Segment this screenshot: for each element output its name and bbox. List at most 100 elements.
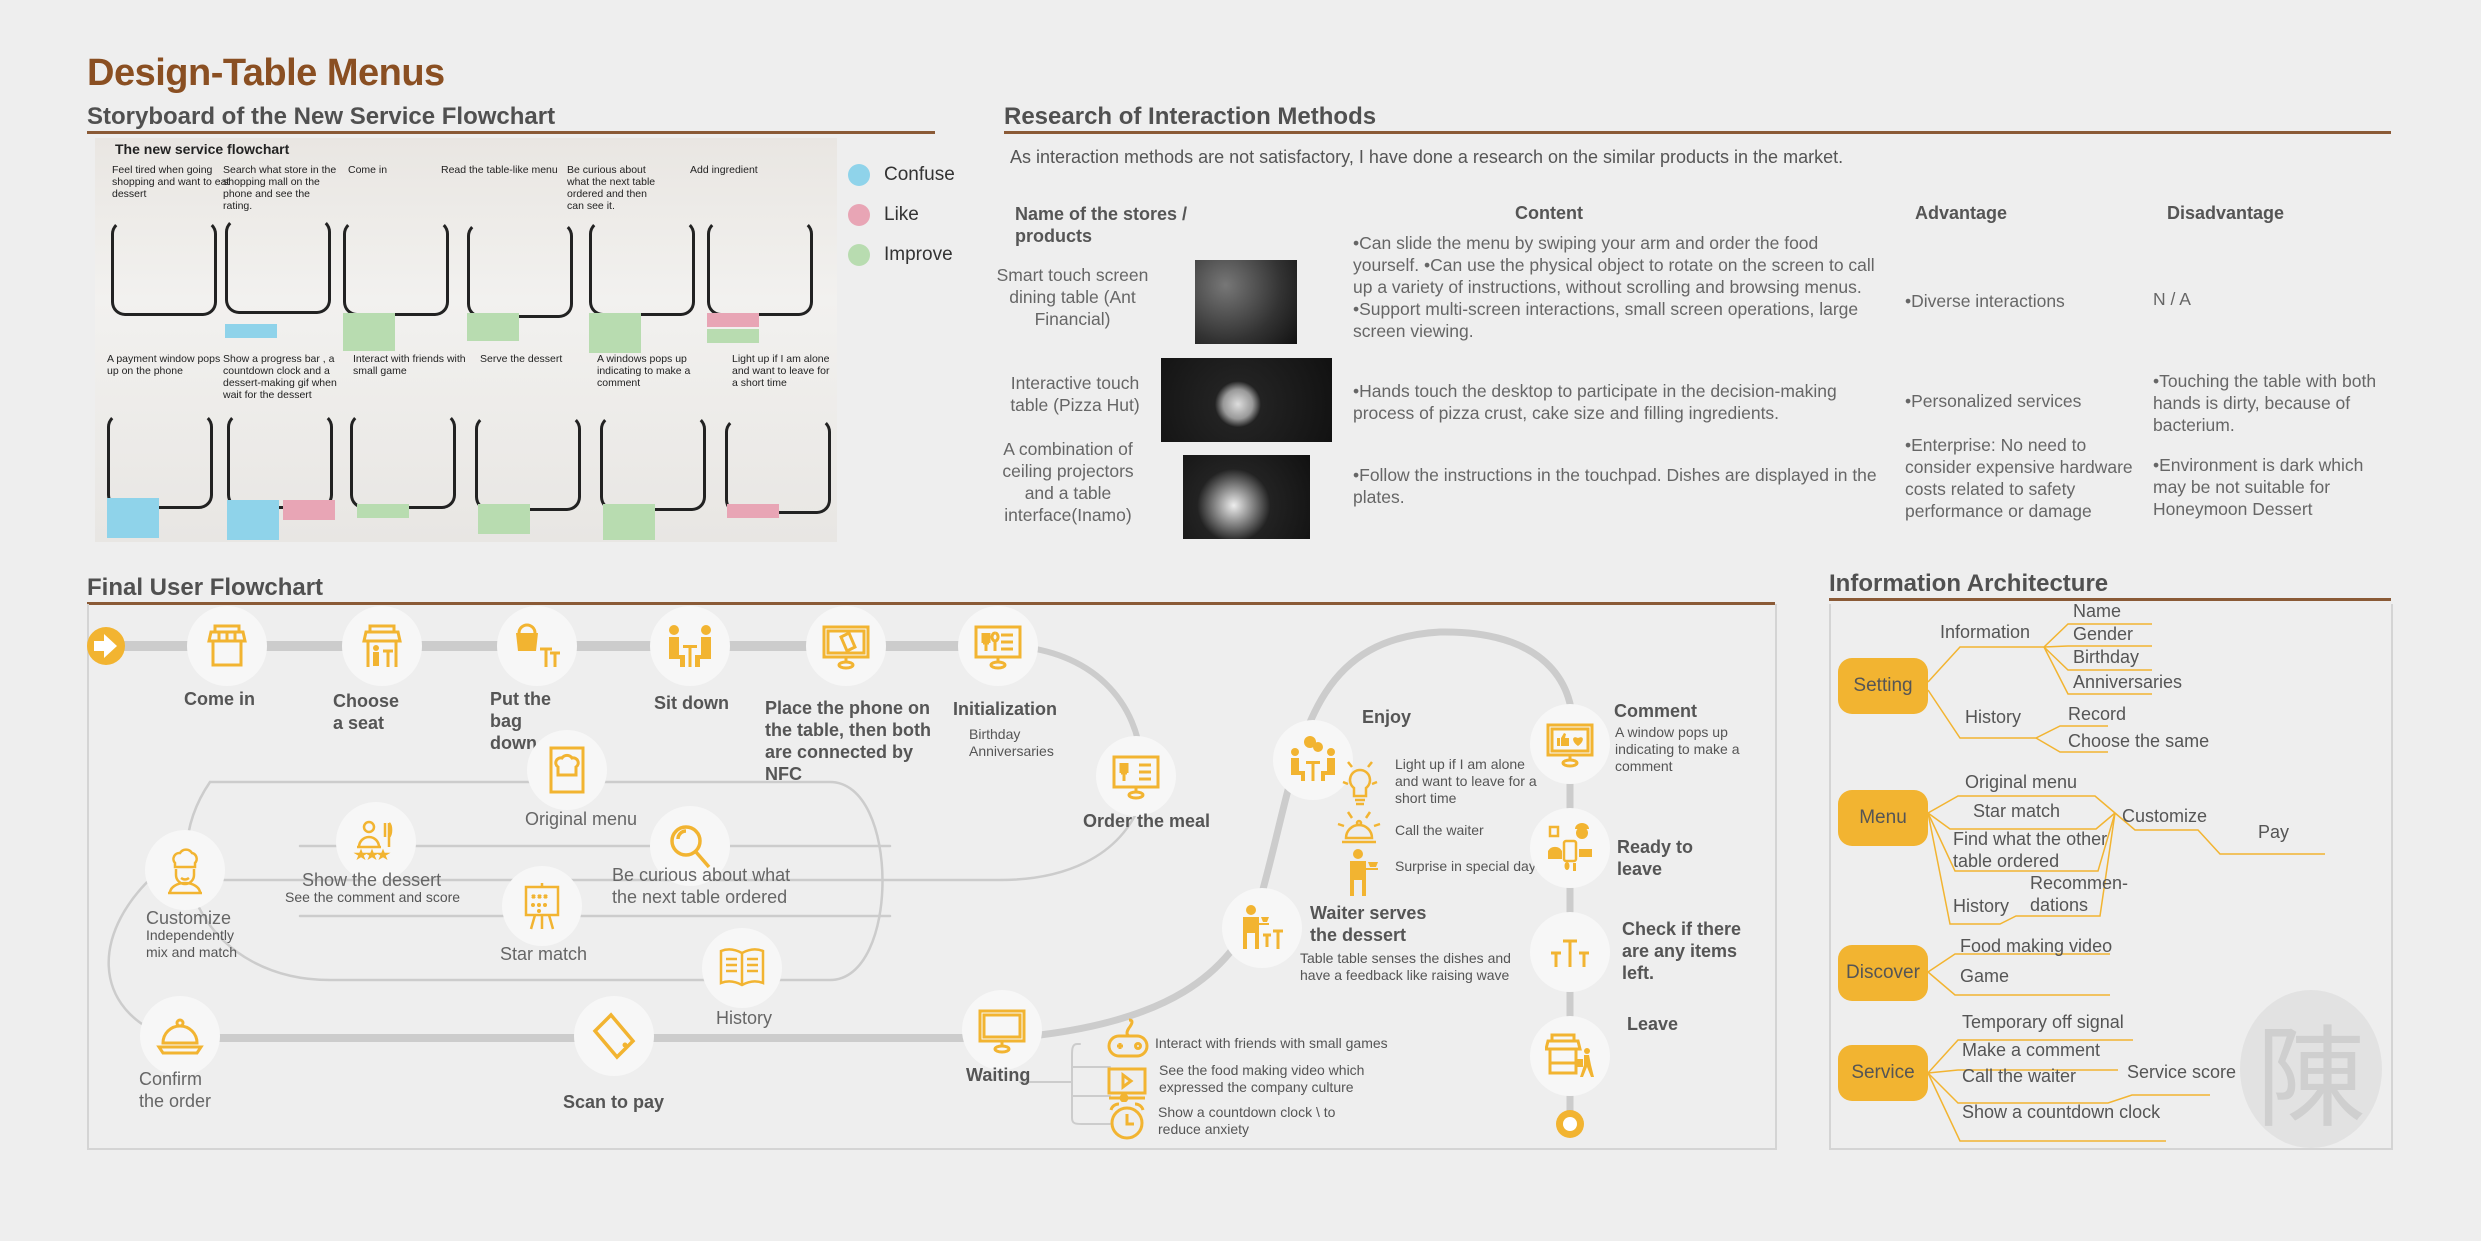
- leave-store-icon: [1545, 1033, 1594, 1077]
- cloche-icon: [156, 1018, 204, 1055]
- header-advantage: Advantage: [1915, 203, 2008, 223]
- ia-node: Recommen-dations: [2030, 873, 2129, 915]
- step-label: Check if there are any items left.: [1622, 919, 1742, 983]
- sticky-note-improve: [707, 329, 759, 343]
- ia-leaf: Call the waiter: [1962, 1066, 2077, 1086]
- sticky-note-improve: [357, 504, 409, 518]
- legend-like: Like: [848, 204, 919, 226]
- step-come-in[interactable]: [187, 606, 267, 686]
- step-label: Order the meal: [1083, 811, 1211, 831]
- phone-icon: [592, 1012, 636, 1060]
- story-panel: [107, 413, 213, 509]
- bag-table-icon: [516, 623, 560, 667]
- ia-leaf: Food making video: [1960, 936, 2113, 956]
- ia-leaf: Anniversaries: [2073, 672, 2183, 692]
- lightbulb-icon: [1342, 761, 1378, 806]
- step-sit-down[interactable]: [650, 606, 730, 686]
- legend-label: Confuse: [884, 164, 955, 185]
- enjoy-item: Call the waiter: [1395, 822, 1484, 838]
- sticky-note-like: [283, 500, 335, 520]
- research-intro: As interaction methods are not satisfact…: [1010, 147, 1844, 167]
- product-content: •Hands touch the desktop to participate …: [1353, 381, 1837, 423]
- sticky-note-improve: [589, 313, 641, 353]
- menu-monitor-icon: [974, 625, 1022, 670]
- step-bag-down[interactable]: [497, 606, 577, 686]
- product-disadvantage: •Touching the table with both hands is d…: [2153, 371, 2377, 435]
- step-leave[interactable]: [1530, 1016, 1610, 1096]
- storyboard-photo-heading: The new service flowchart: [115, 141, 290, 157]
- step-place-phone[interactable]: [806, 606, 886, 686]
- step-check-items[interactable]: [1530, 912, 1610, 992]
- ia-leaf: Game: [1960, 966, 2010, 986]
- header-disadvantage: Disadvantage: [2167, 203, 2285, 223]
- step-waiting[interactable]: [962, 990, 1042, 1070]
- step-customize[interactable]: [145, 830, 225, 910]
- waiter-rating-icon: [353, 820, 393, 860]
- product-name: Smart touch screen dining table (Ant Fin…: [996, 265, 1149, 329]
- step-original-menu[interactable]: [527, 730, 607, 810]
- step-order-meal[interactable]: [1096, 736, 1176, 816]
- step-sublabel: Table table senses the dishes and have a…: [1300, 950, 1511, 983]
- waiting-item: Interact with friends with small games: [1155, 1035, 1388, 1051]
- story-caption: Show a progress bar , a countdown clock …: [223, 353, 337, 401]
- product-photo-ant-financial: [1195, 260, 1297, 344]
- legend-label: Like: [884, 204, 919, 225]
- ia-node: History: [1965, 707, 2022, 727]
- waiting-item: Show a countdown clock \ to reduce anxie…: [1158, 1104, 1336, 1137]
- step-sublabel: Birthday Anniversaries: [969, 726, 1054, 759]
- like-monitor-icon: [1546, 723, 1594, 768]
- sticky-note-improve: [478, 504, 530, 534]
- story-caption: A windows pops up indicating to make a c…: [597, 353, 691, 389]
- product-disadvantage: •Environment is dark which may be not su…: [2153, 455, 2364, 519]
- ia-leaf: Make a comment: [1962, 1040, 2101, 1060]
- monitor-icon: [978, 1009, 1026, 1054]
- step-comment[interactable]: [1530, 704, 1610, 784]
- step-confirm-order[interactable]: [140, 996, 220, 1076]
- story-panel: [467, 222, 573, 318]
- sticky-note-like: [707, 313, 759, 327]
- research-rule: [1004, 131, 2391, 134]
- product-photo-pizza-hut: [1161, 358, 1332, 442]
- step-star-match[interactable]: [502, 866, 582, 946]
- step-sublabel: See the comment and score: [285, 889, 461, 905]
- legend-label: Improve: [884, 244, 953, 265]
- step-ready-leave[interactable]: [1530, 808, 1610, 888]
- step-label: Show the dessert: [302, 870, 442, 890]
- header-content: Content: [1515, 203, 1583, 223]
- store-seat-icon: [362, 624, 402, 667]
- step-label: Original menu: [525, 809, 638, 829]
- step-label: Sit down: [654, 693, 729, 713]
- menu-monitor-icon: [1112, 755, 1160, 800]
- ia-root-discover[interactable]: Discover: [1838, 945, 1928, 1001]
- page-title: Design-Table Menus: [87, 52, 445, 94]
- belongings-icon: [1548, 823, 1592, 871]
- legend-improve: Improve: [848, 244, 953, 266]
- sticky-note-like: [727, 504, 779, 518]
- ia-leaf: Choose the same: [2068, 731, 2210, 751]
- story-caption: Feel tired when going shopping and want …: [112, 164, 230, 200]
- ia-root-setting[interactable]: Setting: [1838, 658, 1928, 714]
- step-show-dessert[interactable]: [336, 802, 416, 882]
- step-scan-pay[interactable]: [574, 996, 654, 1076]
- step-label: Put the bag down: [490, 689, 551, 753]
- step-initialization[interactable]: [958, 606, 1038, 686]
- step-label: Choose a seat: [333, 691, 400, 733]
- step-curious[interactable]: [650, 806, 730, 886]
- ia-root-service[interactable]: Service: [1838, 1045, 1928, 1101]
- sticky-note-confuse: [107, 498, 159, 538]
- step-choose-seat[interactable]: [342, 606, 422, 686]
- step-waiter-serves[interactable]: [1222, 888, 1302, 968]
- step-history[interactable]: [702, 928, 782, 1008]
- story-caption: Be curious about what the next table ord…: [567, 164, 656, 212]
- step-enjoy[interactable]: [1273, 720, 1353, 800]
- menu-loop-top: [208, 798, 1144, 882]
- sticky-note-confuse: [225, 324, 277, 338]
- story-panel: [707, 220, 813, 316]
- enjoy-item: Light up if I am alone and want to leave…: [1395, 756, 1537, 806]
- store-icon: [207, 624, 247, 667]
- ia-root-menu[interactable]: Menu: [1838, 790, 1928, 846]
- step-label: Star match: [500, 944, 588, 964]
- story-caption: Search what store in the shopping mall o…: [223, 164, 337, 212]
- seal-watermark: 陳: [2240, 990, 2382, 1148]
